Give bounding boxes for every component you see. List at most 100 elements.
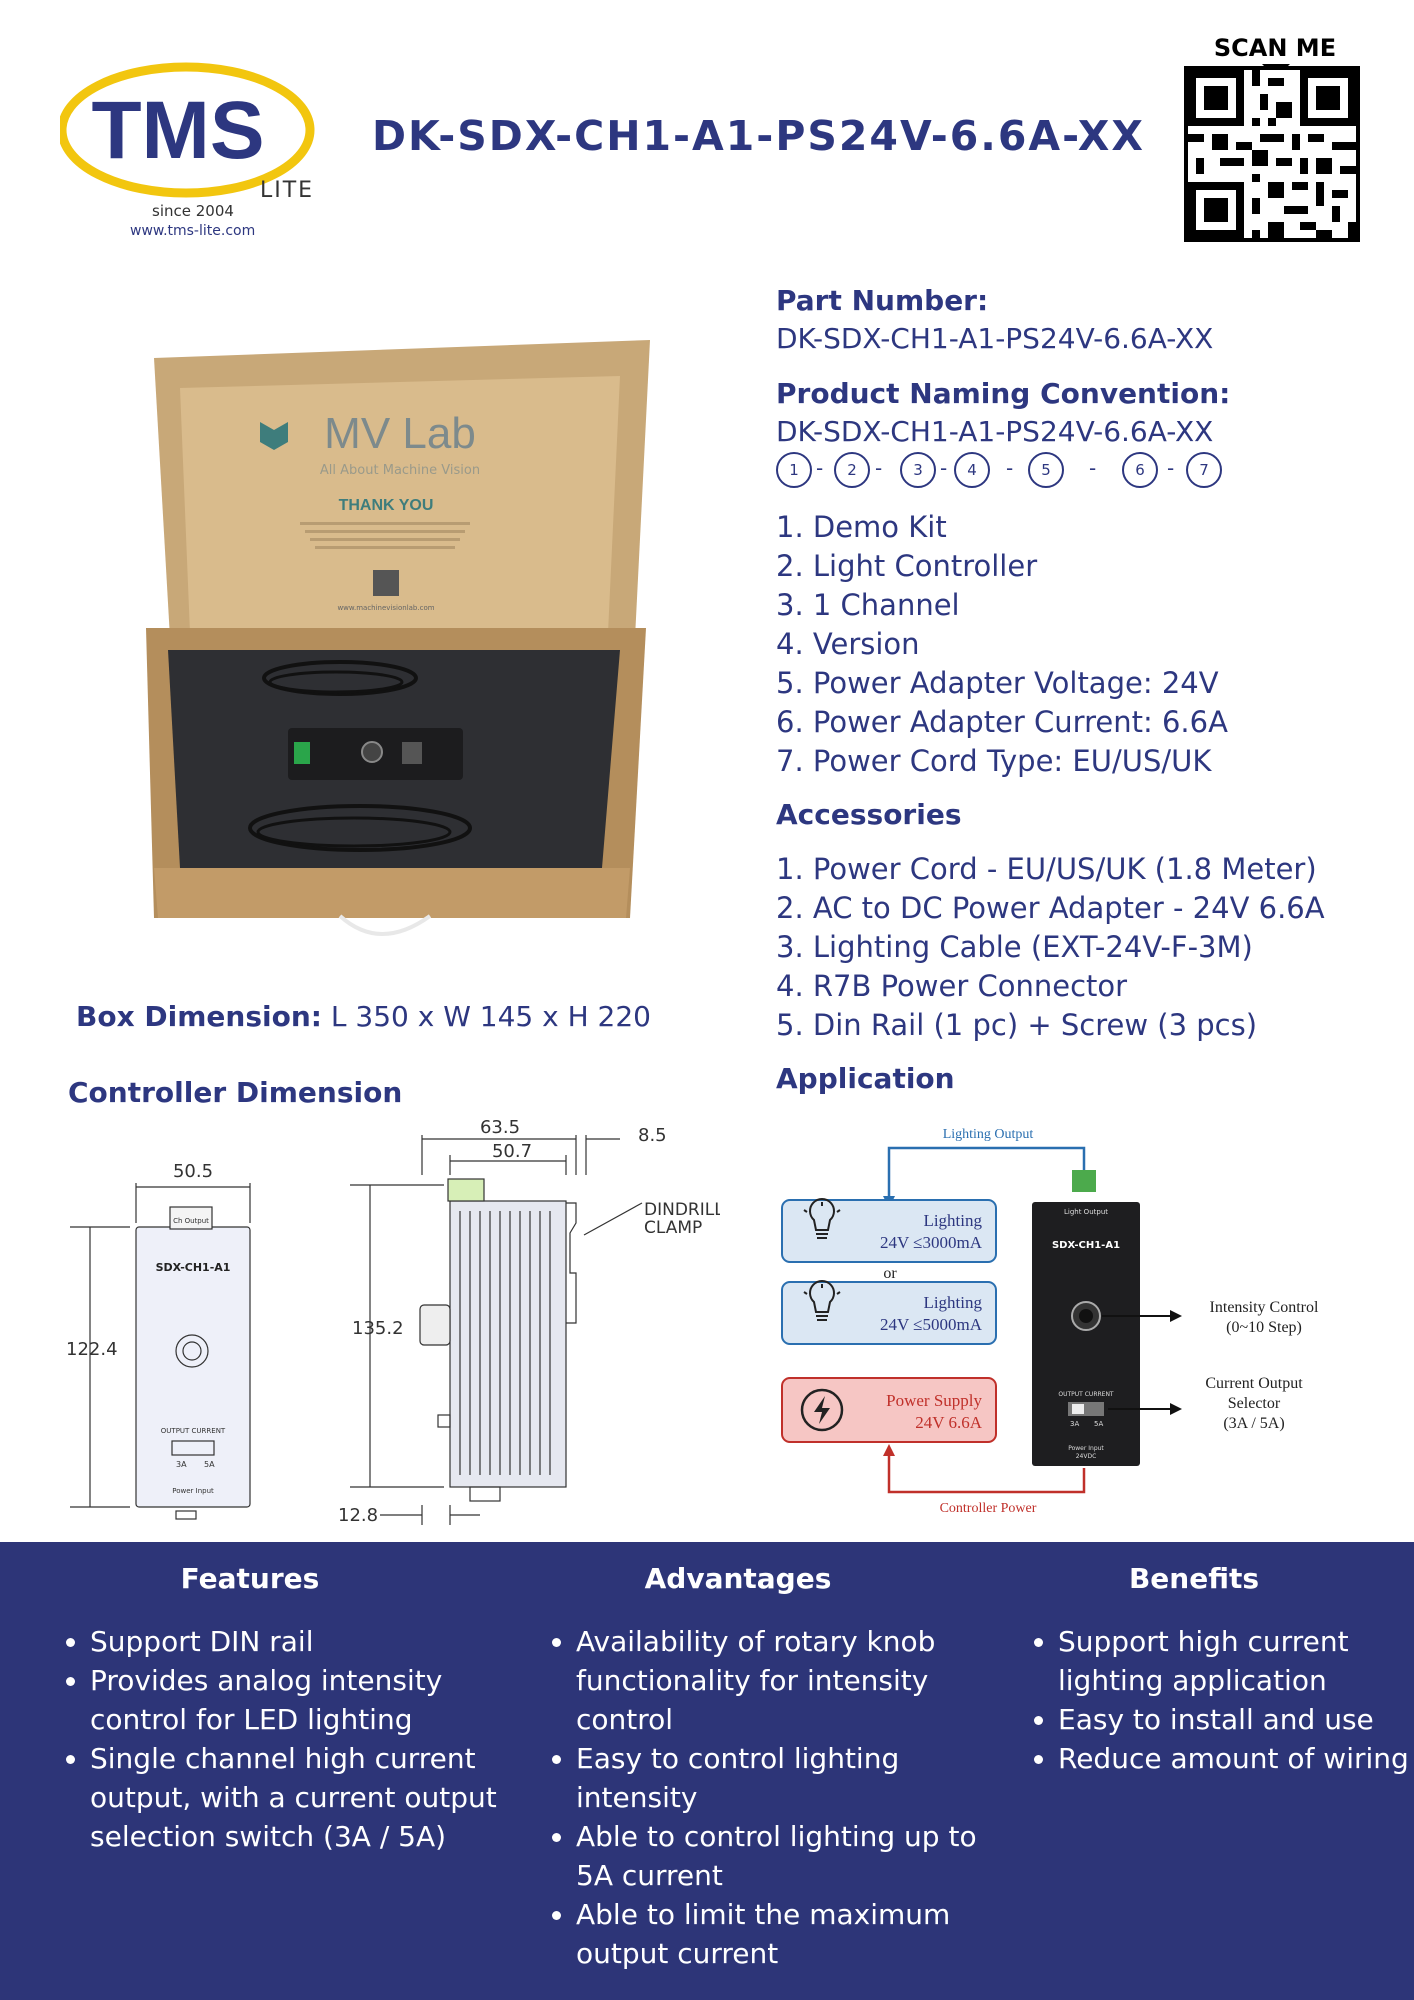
dim-side-base: 12.8: [338, 1505, 378, 1526]
list-item: 1. Power Cord - EU/US/UK (1.8 Meter): [776, 852, 1317, 886]
list-item: 5. Din Rail (1 pc) + Screw (3 pcs): [776, 1008, 1258, 1042]
list-item: Reduce amount of wiring: [1058, 1739, 1414, 1778]
part-number-value: DK-SDX-CH1-A1-PS24V-6.6A-XX: [776, 322, 1214, 355]
accessories-list: 1. Power Cord - EU/US/UK (1.8 Meter) 2. …: [776, 850, 1325, 1045]
lighting-2-title: Lighting: [923, 1293, 982, 1312]
front-current-label: OUTPUT CURRENT: [161, 1427, 226, 1435]
photo-website: www.machinevisionlab.com: [337, 604, 434, 612]
dim-side-height: 135.2: [352, 1318, 404, 1339]
dim-side-clip: 8.5: [638, 1125, 667, 1146]
or-label: or: [883, 1265, 897, 1282]
index-circle-3: 3: [900, 452, 936, 488]
index-circle-4: 4: [954, 452, 990, 488]
scan-me-label: SCAN ME: [1213, 34, 1337, 62]
application-diagram: Lighting Output Lighting 24V ≤3000mA or …: [781, 1127, 1319, 1516]
index-dash: -: [1089, 456, 1097, 480]
list-item: 4. Version: [776, 627, 920, 661]
lighting-output-label: Lighting Output: [943, 1127, 1034, 1142]
device-light-output: Light Output: [1064, 1208, 1108, 1216]
logo-sub: LITE: [260, 178, 314, 203]
dim-side-inner: 50.7: [492, 1141, 532, 1162]
device-3a: 3A: [1070, 1420, 1079, 1428]
list-item: 3. Lighting Cable (EXT-24V-F-3M): [776, 930, 1253, 964]
list-item: 7. Power Cord Type: EU/US/UK: [776, 744, 1212, 778]
list-item: Easy to install and use: [1058, 1700, 1414, 1739]
naming-convention-value: DK-SDX-CH1-A1-PS24V-6.6A-XX: [776, 415, 1214, 448]
photo-thank-you: THANK YOU: [339, 497, 434, 514]
part-number-heading: Part Number:: [776, 284, 989, 317]
list-item: 1. Demo Kit: [776, 510, 947, 544]
advantages-list: Availability of rotary knob functionalit…: [546, 1622, 996, 1973]
controller-power-label: Controller Power: [940, 1501, 1037, 1516]
controller-dimension-drawing: 50.5 122.4 Ch Output SDX-CH1-A1 OUTPUT C…: [66, 1117, 720, 1526]
photo-brand: MV Lab: [324, 409, 476, 458]
list-item: Availability of rotary knob functionalit…: [576, 1622, 996, 1739]
logo-since: since 2004: [152, 202, 234, 220]
lighting-1-title: Lighting: [923, 1211, 982, 1230]
lightning-icon: [800, 1388, 844, 1432]
box-dimension: Box Dimension: L 350 x W 145 x H 220: [76, 1000, 651, 1033]
product-title: DK-SDX-CH1-A1-PS24V-6.6A-XX: [372, 112, 1145, 160]
benefits-heading: Benefits: [1128, 1562, 1260, 1595]
list-item: 6. Power Adapter Current: 6.6A: [776, 705, 1228, 739]
list-item: Single channel high current output, with…: [90, 1739, 520, 1856]
accessories-heading: Accessories: [776, 798, 962, 831]
qr-code[interactable]: [1184, 66, 1360, 242]
index-circle-5: 5: [1028, 452, 1064, 488]
list-item: 3. 1 Channel: [776, 588, 960, 622]
power-supply-title: Power Supply: [886, 1391, 982, 1410]
mvlab-logo-icon: [260, 422, 288, 450]
front-3a-label: 3A: [176, 1460, 187, 1469]
tms-lite-logo: TMS LITE since 2004 www.tms-lite.com: [60, 62, 315, 239]
list-item: 5. Power Adapter Voltage: 24V: [776, 666, 1219, 700]
clamp-label-1: DINDRILL: [644, 1200, 720, 1220]
front-5a-label: 5A: [204, 1460, 215, 1469]
product-photo: MV Lab All About Machine Vision THANK YO…: [146, 340, 650, 936]
front-output-label: Ch Output: [173, 1217, 209, 1225]
advantages-heading: Advantages: [644, 1562, 832, 1595]
controller-dimension-heading: Controller Dimension: [68, 1076, 403, 1109]
clamp-label-2: CLAMP: [644, 1218, 702, 1238]
intensity-label-1: Intensity Control: [1210, 1299, 1319, 1316]
index-dash: -: [1167, 456, 1175, 480]
index-dash: -: [816, 456, 824, 480]
list-item: Support DIN rail: [90, 1622, 520, 1661]
selector-label-2: Selector: [1228, 1395, 1281, 1412]
front-model-label: SDX-CH1-A1: [156, 1261, 231, 1274]
bulb-icon: [803, 1198, 841, 1239]
logo-text: TMS: [91, 85, 264, 176]
device-power-input: Power Input: [1068, 1445, 1104, 1452]
index-dash: -: [1006, 456, 1014, 480]
selector-label-3: (3A / 5A): [1223, 1415, 1284, 1432]
device-5a: 5A: [1094, 1420, 1103, 1428]
index-circle-7: 7: [1186, 452, 1222, 488]
features-list: Support DIN rail Provides analog intensi…: [60, 1622, 520, 1856]
index-circle-1: 1: [776, 452, 812, 488]
index-circle-2: 2: [834, 452, 870, 488]
naming-convention-heading: Product Naming Convention:: [776, 377, 1231, 410]
list-item: 2. AC to DC Power Adapter - 24V 6.6A: [776, 891, 1325, 925]
box-dimension-value: L 350 x W 145 x H 220: [330, 1000, 651, 1033]
list-item: Easy to control lighting intensity: [576, 1739, 996, 1817]
lighting-1-spec: 24V ≤3000mA: [880, 1233, 983, 1252]
list-item: Able to limit the maximum output current: [576, 1895, 996, 1973]
qr-code-icon: [1188, 70, 1356, 238]
list-item: 2. Light Controller: [776, 549, 1038, 583]
power-supply-spec: 24V 6.6A: [915, 1413, 982, 1432]
list-item: Support high current lighting applicatio…: [1058, 1622, 1414, 1700]
application-heading: Application: [776, 1062, 955, 1095]
device-output-current: OUTPUT CURRENT: [1058, 1391, 1114, 1398]
index-circle-6: 6: [1122, 452, 1158, 488]
intensity-label-2: (0~10 Step): [1226, 1319, 1302, 1336]
device-model: SDX-CH1-A1: [1052, 1240, 1120, 1251]
dim-front-width: 50.5: [173, 1161, 213, 1182]
features-heading: Features: [180, 1562, 320, 1595]
dim-front-height: 122.4: [66, 1339, 118, 1360]
box-dimension-label: Box Dimension:: [76, 1000, 322, 1033]
list-item: Able to control lighting up to 5A curren…: [576, 1817, 996, 1895]
logo-url: www.tms-lite.com: [130, 223, 255, 239]
lighting-2-spec: 24V ≤5000mA: [880, 1315, 983, 1334]
list-item: 4. R7B Power Connector: [776, 969, 1128, 1003]
index-dash: -: [940, 456, 948, 480]
index-dash: -: [875, 456, 883, 480]
